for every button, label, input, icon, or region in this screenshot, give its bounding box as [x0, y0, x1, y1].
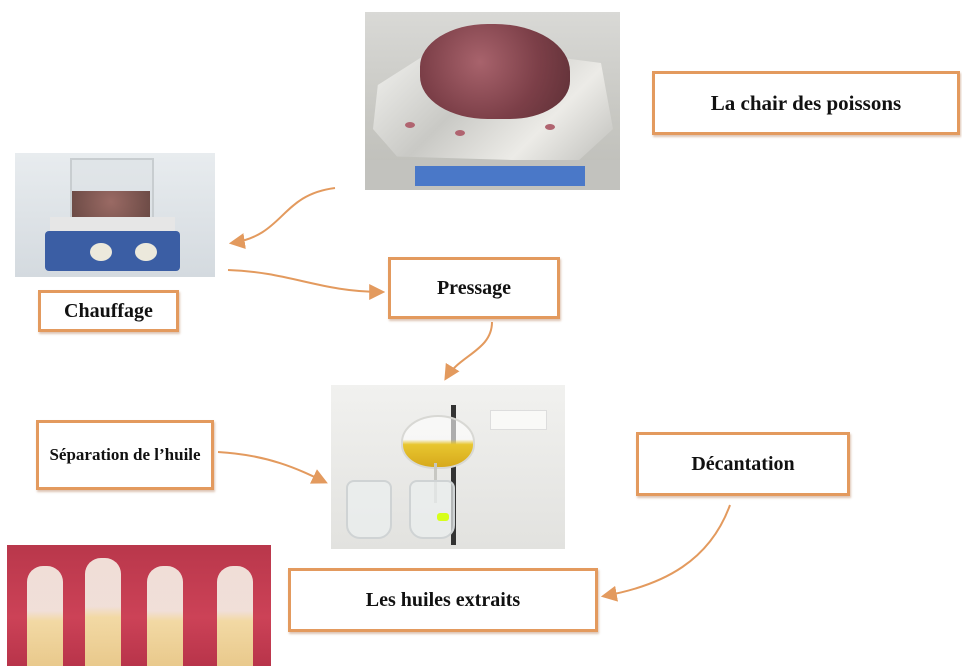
beaker-content — [72, 191, 150, 218]
oil-tube — [27, 566, 63, 666]
oil-tube — [217, 566, 253, 666]
hot-plate — [45, 231, 180, 271]
lab-stand — [451, 405, 456, 545]
blood-spot — [455, 130, 465, 136]
fish-flesh-photo — [365, 12, 620, 190]
extracted-oils-photo — [7, 545, 271, 666]
arrow-pressing-to-funnel — [444, 321, 493, 381]
arrow-heating-to-pressing — [227, 269, 386, 300]
scale-display — [415, 166, 585, 186]
blood-spot — [405, 122, 415, 128]
heating-photo — [15, 153, 215, 277]
arrow-fish-to-heating — [228, 187, 336, 249]
step-fish-flesh: La chair des poissons — [652, 71, 960, 135]
step-oil-separation: Séparation de l’huile — [36, 420, 214, 490]
oil-tube — [85, 558, 121, 666]
hot-plate-knob — [90, 243, 112, 261]
hot-plate-knob — [135, 243, 157, 261]
step-heating-label: Chauffage — [64, 299, 153, 322]
step-extracted-oils-label: Les huiles extraits — [365, 588, 521, 611]
arrow-decantation-to-oils — [600, 504, 731, 602]
step-pressing: Pressage — [388, 257, 560, 319]
separatory-funnel — [401, 415, 475, 469]
step-pressing-label: Pressage — [436, 276, 512, 299]
blood-spot — [545, 124, 555, 130]
erlenmeyer-flask — [346, 480, 392, 539]
separation-funnel-photo — [331, 385, 565, 549]
arrow-separation-to-funnel — [217, 451, 328, 484]
step-decantation-label: Décantation — [691, 452, 795, 475]
oil-tube — [147, 566, 183, 666]
step-heating: Chauffage — [38, 290, 179, 332]
step-decantation: Décantation — [636, 432, 850, 496]
step-fish-flesh-label: La chair des poissons — [710, 90, 902, 115]
yellow-clamp — [437, 513, 449, 521]
step-oil-separation-label: Séparation de l’huile — [49, 444, 201, 464]
fish-flesh — [420, 24, 570, 119]
wall-socket — [490, 410, 547, 430]
erlenmeyer-flask — [409, 480, 455, 539]
step-extracted-oils: Les huiles extraits — [288, 568, 598, 632]
hot-plate-top — [50, 217, 175, 231]
